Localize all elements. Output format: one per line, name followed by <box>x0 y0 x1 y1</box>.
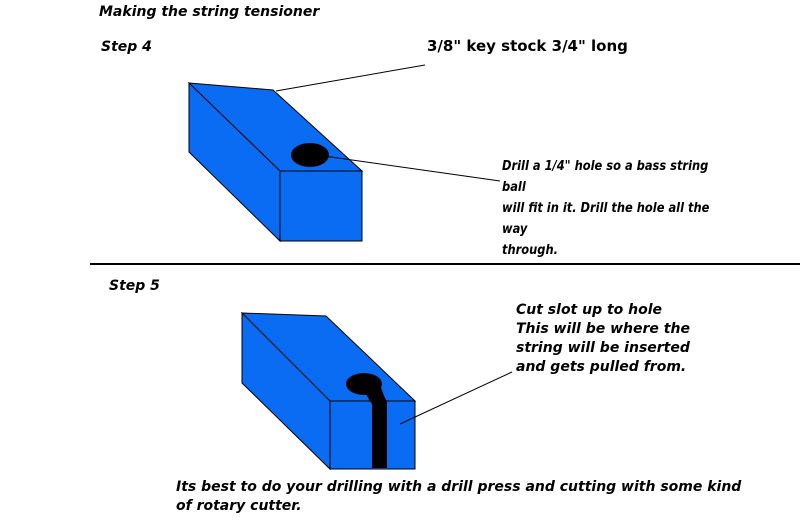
cut-instruction-line: string will be inserted <box>516 340 690 356</box>
cut-instruction-line: This will be where the <box>516 321 690 337</box>
cut-instruction-line: Cut slot up to hole <box>516 302 663 318</box>
step4-block-end-face <box>279 170 363 242</box>
step4-stock-leader-line <box>275 64 426 92</box>
footer-note-line: of rotary cutter. <box>176 498 302 514</box>
drill-instruction-line: Drill a 1/4" hole so a bass string ball <box>502 159 709 195</box>
step4-label: Step 4 <box>101 39 152 55</box>
drill-instruction-line: through. <box>502 243 558 258</box>
cut-instruction-line: and gets pulled from. <box>516 359 687 375</box>
footer-note: Its best to do your drilling with a dril… <box>176 478 741 516</box>
footer-note-line: Its best to do your drilling with a dril… <box>176 479 742 495</box>
step4-hole-leader-line <box>323 155 501 182</box>
step4-key-stock-block <box>187 81 364 243</box>
step4-drilled-hole <box>291 143 329 167</box>
step5-slotted-block <box>240 311 417 471</box>
drill-instruction: Drill a 1/4" hole so a bass string ball … <box>502 156 713 261</box>
step5-label: Step 5 <box>109 278 160 294</box>
step5-cut-slot <box>362 384 387 468</box>
drill-instruction-line: will fit in it. Drill the hole all the w… <box>502 201 710 237</box>
page-title: Making the string tensioner <box>99 4 320 20</box>
key-stock-label: 3/8" key stock 3/4" long <box>427 37 628 55</box>
step5-slot-leader-line <box>399 371 513 425</box>
cut-slot-instruction: Cut slot up to hole This will be where t… <box>516 301 690 377</box>
